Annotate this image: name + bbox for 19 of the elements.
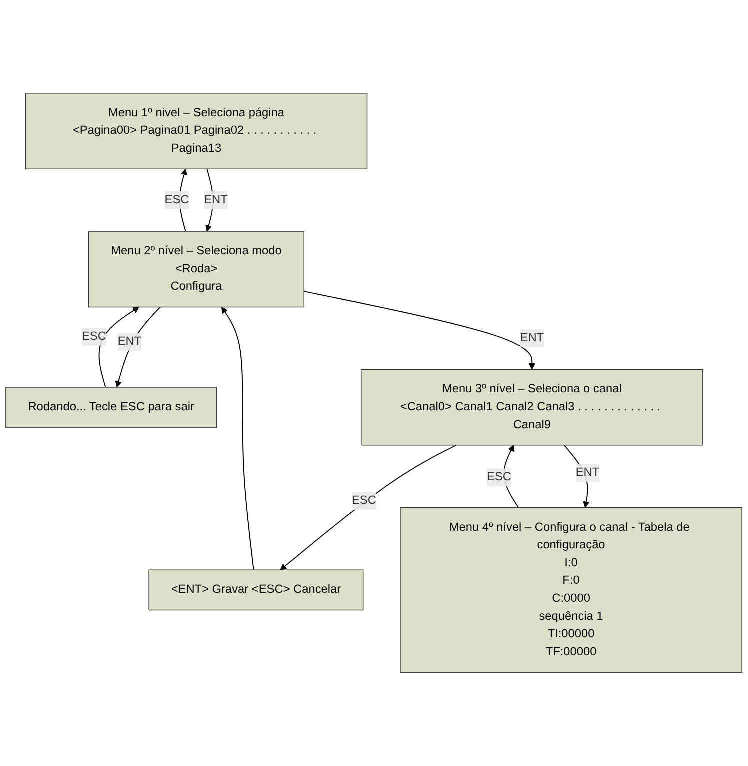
edge-label: ESC <box>487 470 512 484</box>
edge-label: ENT <box>520 332 544 344</box>
arrow <box>115 306 161 388</box>
edge-label: ENT <box>118 336 142 348</box>
arrow <box>280 444 457 570</box>
edge-label: ESC <box>82 330 106 343</box>
edge-label: ENT <box>576 466 600 479</box>
node-box: Rodando... Tecle ESC para sair <box>6 387 218 428</box>
node-box: Menu 4º nível – Configura o canal - Tabela de configuração I:0 F:0 C:0000 sequência 1 TI:00000 TF:00000 <box>400 507 742 673</box>
arrow <box>222 306 254 571</box>
arrow <box>564 444 590 508</box>
node-box: Menu 3º nível – Seleciona o canal <Canal0> Canal1 Canal2 Canal3 . . . . . . . . . . . . . Canal9 <box>361 369 704 446</box>
edge-label: ESC <box>164 194 190 206</box>
node-box: Menu 1º nivel – Seleciona página <Pagina00> Pagina01 Pagina02 . . . . . . . . . . . Pagina13 <box>25 93 368 170</box>
node-box: <ENT> Gravar <ESC> Cancelar <box>148 570 364 611</box>
node-box: Menu 2º nível – Seleciona modo <Roda> Configura <box>88 231 305 308</box>
edge-label: ESC <box>352 494 376 508</box>
arrow <box>304 291 536 370</box>
edge-label: ENT <box>204 194 228 206</box>
